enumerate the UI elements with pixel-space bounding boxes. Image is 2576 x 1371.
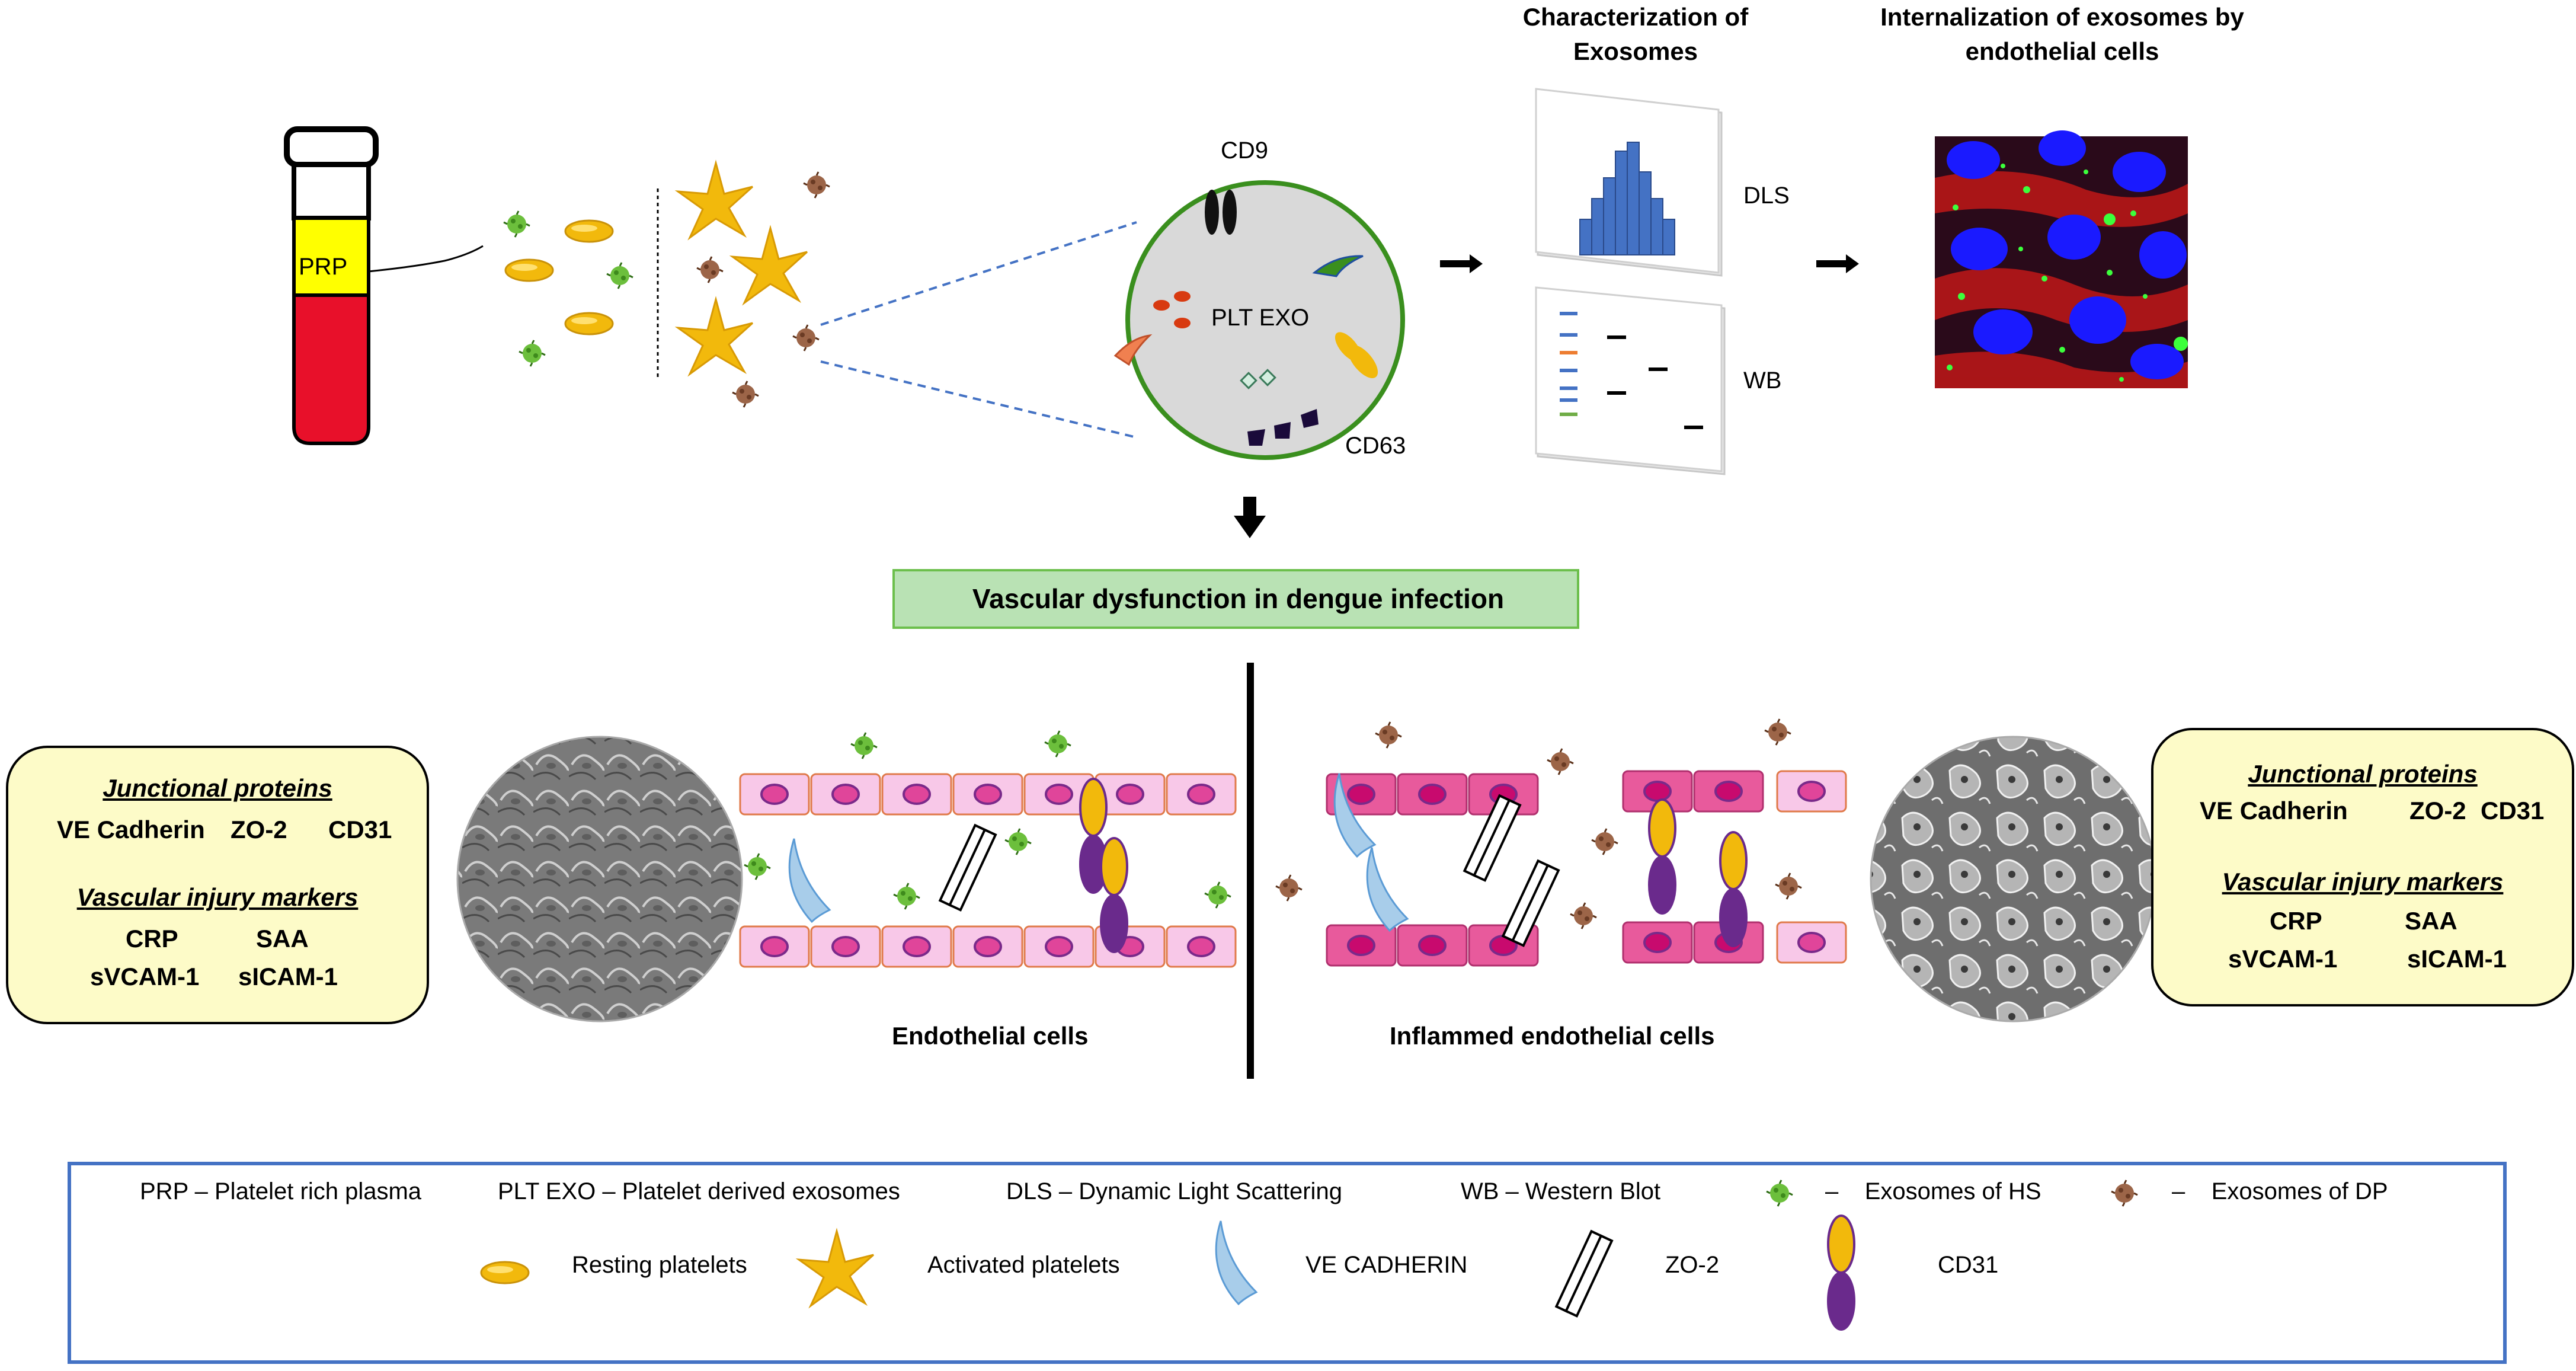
exosome-label: PLT EXO xyxy=(1211,305,1310,331)
exosome-hs-icon xyxy=(850,731,878,760)
activated-platelet-icon xyxy=(677,162,754,239)
tube-label: PRP xyxy=(299,254,348,280)
exosome-hs-icon xyxy=(892,882,921,910)
exosome-dp-icon xyxy=(1275,874,1303,902)
zoom-line xyxy=(820,360,1137,439)
dls-label: DLS xyxy=(1743,183,1790,209)
exosome-dp-icon xyxy=(696,255,724,284)
left-junctional-vecad: VE Cadherin xyxy=(57,816,205,843)
characterization-title-line2: Exosomes xyxy=(1573,37,1698,65)
right-injury-title: Vascular injury markers xyxy=(2222,868,2504,896)
internalization-title-line1: Internalization of exosomes by xyxy=(1880,3,2244,31)
vascular-banner: Vascular dysfunction in dengue infection xyxy=(972,583,1505,614)
left-injury-title: Vascular injury markers xyxy=(76,883,359,911)
right-junctional-vecad: VE Cadherin xyxy=(2200,797,2348,824)
exosome-hs-icon xyxy=(1004,827,1032,856)
right-injury-crp: CRP xyxy=(2270,907,2322,935)
legend-resting-platelet-icon xyxy=(480,1261,530,1284)
left-info-box: Junctional proteins VE Cadherin ZO-2 CD3… xyxy=(6,746,429,1024)
wb-label: WB xyxy=(1743,367,1782,394)
exosome-dp-icon xyxy=(1569,902,1598,930)
connector-line xyxy=(368,245,484,273)
cd31-icon xyxy=(1719,831,1748,947)
exosome-hs-icon xyxy=(606,261,634,290)
exosome-dp-icon xyxy=(792,324,820,352)
cd31-icon xyxy=(1100,837,1128,953)
zoom-line xyxy=(820,221,1137,326)
right-info-box: Junctional proteins VE Cadherin ZO-2 CD3… xyxy=(2151,728,2574,1006)
normal-cells-micrograph xyxy=(456,736,743,1022)
legend-dls: DLS – Dynamic Light Scattering xyxy=(1006,1178,1342,1204)
cd63-label: CD63 xyxy=(1345,433,1406,459)
right-junctional-title: Junctional proteins xyxy=(2248,760,2478,788)
western-blot-icon xyxy=(1535,286,1726,475)
legend-box xyxy=(68,1162,2507,1364)
arrow-down-icon xyxy=(1234,497,1266,538)
exosome-dp-icon xyxy=(731,380,760,408)
exosome-dp-icon xyxy=(1774,872,1803,900)
legend-resting: Resting platelets xyxy=(572,1252,747,1278)
legend-wb: WB – Western Blot xyxy=(1461,1178,1661,1204)
left-injury-crp: CRP xyxy=(126,925,178,953)
arrow-right-icon xyxy=(1816,254,1859,273)
exosome-dp-icon xyxy=(1546,747,1575,776)
exosome-hs-icon xyxy=(518,339,546,367)
endothelial-layer-normal xyxy=(739,773,1237,968)
legend-zo2: ZO-2 xyxy=(1665,1252,1720,1278)
internalization-title-line2: endothelial cells xyxy=(1965,37,2159,65)
exosome-vesicle-icon xyxy=(1113,180,1405,460)
cd31-icon xyxy=(1648,798,1676,915)
test-tube-icon xyxy=(284,126,379,445)
caption-endothelial: Endothelial cells xyxy=(892,1022,1089,1050)
vascular-banner-box xyxy=(892,569,1579,629)
legend-prp: PRP – Platelet rich plasma xyxy=(140,1178,422,1204)
caption-inflamed: Inflammed endothelial cells xyxy=(1390,1022,1715,1050)
zo2-icon xyxy=(939,824,997,912)
exosome-hs-icon xyxy=(743,852,772,881)
exosome-dp-icon xyxy=(1374,721,1403,749)
right-junctional-cd31: CD31 xyxy=(2481,797,2545,824)
exosome-hs-icon xyxy=(503,210,531,238)
left-junctional-zo2: ZO-2 xyxy=(231,816,287,843)
characterization-title-line1: Characterization of xyxy=(1522,3,1749,31)
left-junctional-title: Junctional proteins xyxy=(103,774,332,802)
legend-activated: Activated platelets xyxy=(927,1252,1120,1278)
right-junctional-zo2: ZO-2 xyxy=(2409,797,2466,824)
resting-platelet-icon xyxy=(504,258,554,282)
cd9-label: CD9 xyxy=(1221,138,1269,164)
inflamed-cells-micrograph xyxy=(1870,736,2156,1022)
exosome-hs-icon xyxy=(1204,881,1232,909)
exosome-dp-icon xyxy=(1591,827,1619,856)
left-junctional-cd31: CD31 xyxy=(328,816,392,843)
resting-platelet-icon xyxy=(564,312,614,335)
characterization-title: Characterization of Exosomes xyxy=(1505,0,1766,69)
arrow-right-icon xyxy=(1440,254,1483,273)
right-injury-saa: SAA xyxy=(2405,907,2457,935)
left-injury-sicam: sICAM-1 xyxy=(238,963,338,990)
ve-cadherin-icon xyxy=(1366,846,1409,932)
exosome-dp-icon xyxy=(802,171,831,199)
endothelial-layer-inflamed xyxy=(1326,770,1847,967)
legend-vecad: VE CADHERIN xyxy=(1305,1252,1468,1278)
legend-plt-exo: PLT EXO – Platelet derived exosomes xyxy=(498,1178,900,1204)
ve-cadherin-icon xyxy=(788,838,831,923)
legend-exo-dp: – Exosomes of DP xyxy=(2172,1178,2388,1204)
micrograph-icon xyxy=(1935,130,2188,388)
left-injury-svcam: sVCAM-1 xyxy=(90,963,200,990)
activated-platelet-icon xyxy=(731,227,808,304)
exosome-dp-icon xyxy=(1764,718,1792,746)
exosome-hs-icon xyxy=(1044,730,1072,758)
histogram-icon xyxy=(1535,88,1723,277)
resting-platelet-icon xyxy=(564,219,614,243)
internalization-title: Internalization of exosomes by endotheli… xyxy=(1837,0,2287,69)
right-injury-sicam: sICAM-1 xyxy=(2407,945,2507,973)
legend-cd31: CD31 xyxy=(1938,1252,1999,1278)
legend-exo-hs: – Exosomes of HS xyxy=(1825,1178,2041,1204)
left-injury-saa: SAA xyxy=(256,925,309,953)
right-injury-svcam: sVCAM-1 xyxy=(2228,945,2338,973)
activated-platelet-icon xyxy=(677,298,754,375)
